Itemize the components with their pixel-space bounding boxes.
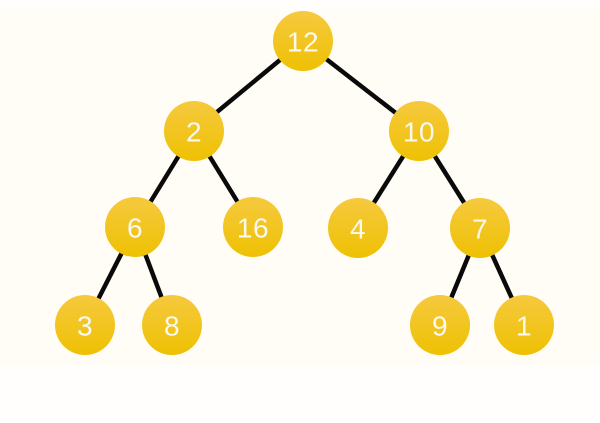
edge-layer xyxy=(82,39,527,327)
tree-node-label: 7 xyxy=(472,214,488,245)
bottom-margin-strip xyxy=(0,365,600,423)
tree-node-label: 16 xyxy=(237,213,269,244)
tree-node-1: 1 xyxy=(494,295,554,355)
tree-node-circle xyxy=(410,295,470,355)
tree-node-9: 9 xyxy=(410,295,470,355)
tree-node-label: 3 xyxy=(77,311,93,342)
tree-node-3: 3 xyxy=(55,295,115,355)
tree-node-circle xyxy=(164,101,224,161)
tree-node-label: 10 xyxy=(403,117,435,148)
tree-node-circle xyxy=(223,197,283,257)
node-layer: 12 2 10 6 16 4 7 3 8 9 1 xyxy=(55,11,554,355)
tree-node-label: 6 xyxy=(127,213,143,244)
tree-node-label: 9 xyxy=(432,311,448,342)
tree-node-circle xyxy=(273,11,333,71)
tree-node-label: 1 xyxy=(516,311,532,342)
tree-node-label: 2 xyxy=(186,117,202,148)
tree-node-circle xyxy=(450,198,510,258)
tree-node-7: 7 xyxy=(450,198,510,258)
tree-node-6: 6 xyxy=(105,197,165,257)
tree-node-8: 8 xyxy=(142,295,202,355)
tree-node-label: 12 xyxy=(287,27,319,58)
tree-node-circle xyxy=(142,295,202,355)
tree-node-2: 2 xyxy=(164,101,224,161)
top-margin-strip xyxy=(0,0,600,10)
tree-node-label: 4 xyxy=(350,214,366,245)
tree-node-4: 4 xyxy=(328,198,388,258)
tree-node-circle xyxy=(494,295,554,355)
tree-node-10: 10 xyxy=(389,101,449,161)
tree-node-16: 16 xyxy=(223,197,283,257)
tree-node-circle xyxy=(389,101,449,161)
tree-node-circle xyxy=(55,295,115,355)
tree-node-circle xyxy=(328,198,388,258)
tree-node-label: 8 xyxy=(164,311,180,342)
tree-node-12: 12 xyxy=(273,11,333,71)
tree-node-circle xyxy=(105,197,165,257)
